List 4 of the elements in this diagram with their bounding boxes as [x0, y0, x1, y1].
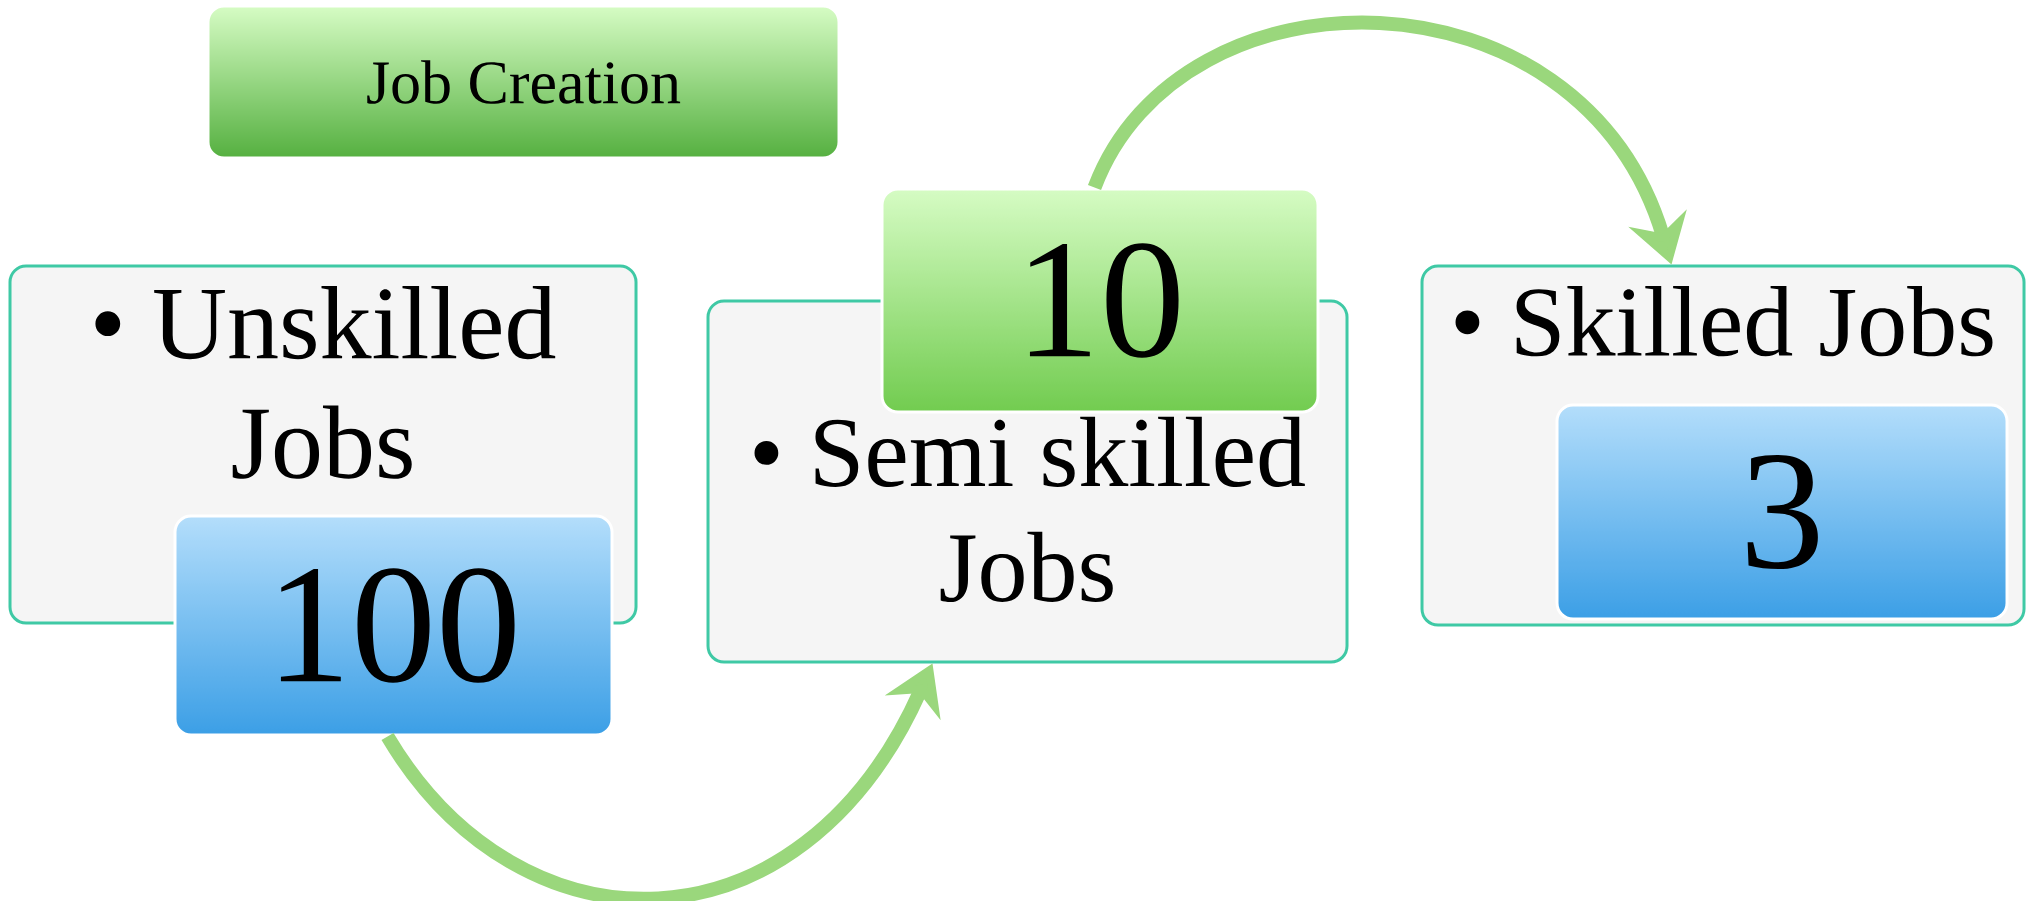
number-box: 3 [1555, 403, 2009, 621]
title-box: Job Creation [206, 4, 841, 160]
number-box: 10 [880, 187, 1320, 414]
number-box: 100 [173, 514, 614, 737]
